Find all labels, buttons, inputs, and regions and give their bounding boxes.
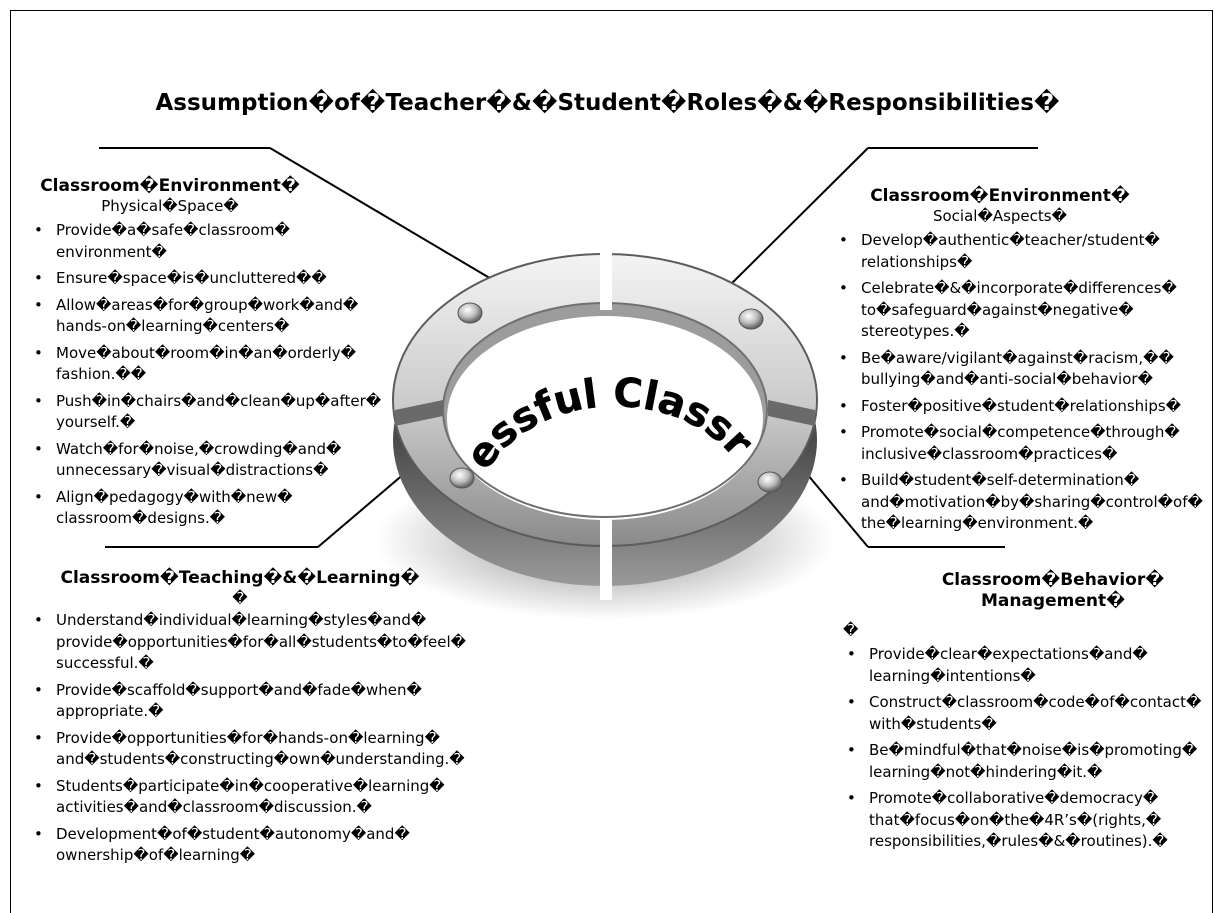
page-frame xyxy=(10,10,1213,913)
quadrant-heading: Classroom�Environment� xyxy=(870,186,1130,206)
quadrant-heading: Classroom�Environment� xyxy=(40,176,300,196)
quadrant-heading-extra: � xyxy=(232,589,248,607)
list-item: Be�aware/vigilant�against�racism,�� bull… xyxy=(835,348,1200,391)
list-item: Provide�opportunities�for�hands-on�learn… xyxy=(30,728,480,771)
quadrant-bottom-left: Classroom�Teaching�&�Learning� � Underst… xyxy=(30,568,480,872)
list-item: Development�of�student�autonomy�and� own… xyxy=(30,824,480,867)
quadrant-subheading: Physical�Space� xyxy=(101,197,239,215)
list-item: Provide�clear�expectations�and� learning… xyxy=(843,644,1208,687)
quadrant-list: Provide�a�safe�classroom� environment� E… xyxy=(30,220,381,530)
list-item: Foster�positive�student�relationships� xyxy=(835,396,1200,418)
connector-top-right-diag xyxy=(721,147,869,294)
list-item: Be�mindful�that�noise�is�promoting� lear… xyxy=(843,740,1208,783)
list-item: Allow�areas�for�group�work�and� hands-on… xyxy=(30,295,358,338)
diagram-title: Assumption�of�Teacher�&�Student�Roles�&�… xyxy=(155,90,1060,116)
list-item: Promote�social�competence�through� inclu… xyxy=(835,422,1200,465)
list-item: Students�participate�in�cooperative�lear… xyxy=(30,776,480,819)
list-item: Construct�classroom�code�of�contact� wit… xyxy=(843,692,1208,735)
quadrant-list: Understand�individual�learning�styles�an… xyxy=(30,610,480,867)
list-item: Push�in�chairs�and�clean�up�after� yours… xyxy=(30,391,381,434)
quadrant-blank-line: � xyxy=(843,621,859,639)
quadrant-heading-line1: Classroom�Behavior� xyxy=(941,570,1165,590)
list-item: Celebrate�&�incorporate�differences� to�… xyxy=(835,278,1200,343)
list-item: Develop�authentic�teacher/student� relat… xyxy=(835,230,1200,273)
list-item: Provide�a�safe�classroom� environment� xyxy=(30,220,350,263)
list-item: Align�pedagogy�with�new� classroom�desig… xyxy=(30,487,350,530)
list-item: Build�student�self-determination� and�mo… xyxy=(835,470,1203,535)
quadrant-list: Provide�clear�expectations�and� learning… xyxy=(843,644,1208,853)
quadrant-heading-line2: Management� xyxy=(980,591,1126,611)
quadrant-top-right: Classroom�Environment� Social�Aspects� D… xyxy=(835,186,1203,540)
quadrant-bottom-right: Classroom�Behavior� Management� � Provid… xyxy=(843,570,1208,858)
ring-graphic xyxy=(375,250,835,620)
list-item: Ensure�space�is�uncluttered�� xyxy=(30,268,350,290)
quadrant-top-left: Classroom�Environment� Physical�Space� P… xyxy=(30,176,381,535)
list-item: Move�about�room�in�an�orderly� fashion.�… xyxy=(30,343,356,386)
list-item: Watch�for�noise,�crowding�and� unnecessa… xyxy=(30,439,350,482)
list-item: Promote�collaborative�democracy� that�fo… xyxy=(843,788,1208,853)
quadrant-subheading: Social�Aspects� xyxy=(932,207,1067,225)
list-item: Provide�scaffold�support�and�fade�when� … xyxy=(30,680,480,723)
quadrant-list: Develop�authentic�teacher/student� relat… xyxy=(835,230,1203,535)
connector-top-left-diag xyxy=(269,147,516,294)
quadrant-heading: Classroom�Teaching�&�Learning� xyxy=(60,568,420,588)
list-item: Understand�individual�learning�styles�an… xyxy=(30,610,480,675)
